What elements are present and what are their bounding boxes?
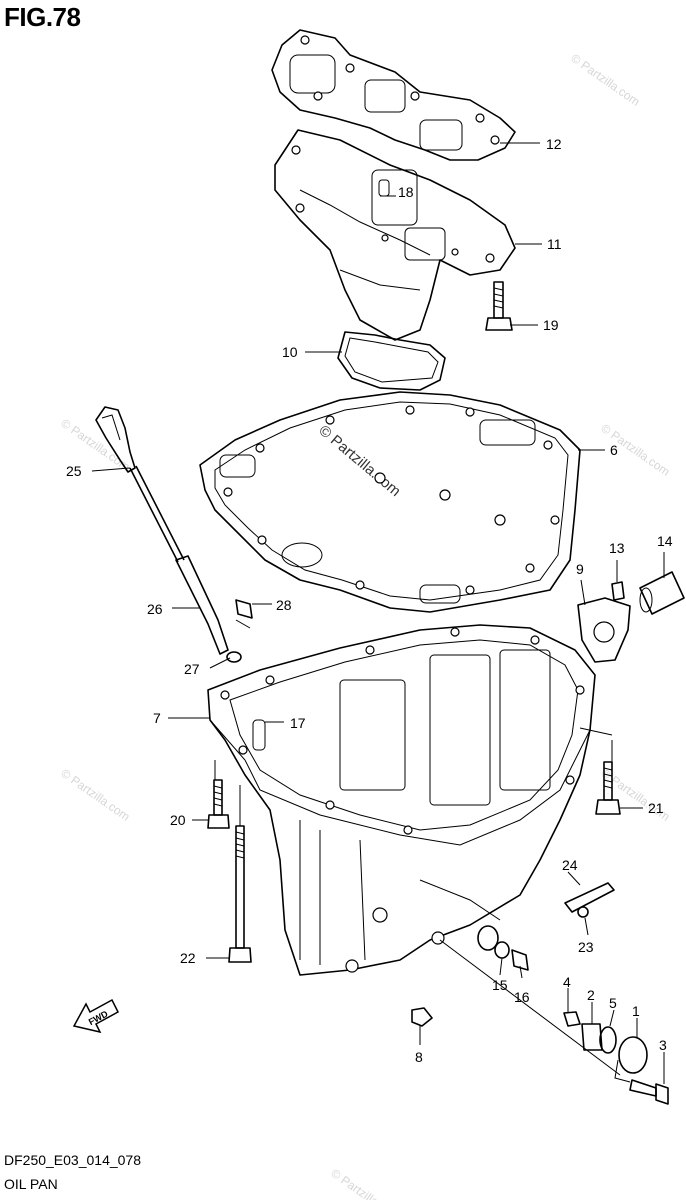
part-23-screw [577,906,589,918]
callout-24: 24 [562,857,578,873]
part-20-bolt [207,779,230,829]
callout-3: 3 [659,1037,667,1053]
part-19-bolt [485,281,513,331]
callout-8: 8 [415,1049,423,1065]
figure-code: DF250_E03_014_078 [4,1152,142,1168]
part-2-element [581,1023,603,1051]
part-21-bolt [595,761,621,815]
part-28-bolt [235,599,253,629]
watermark: © Partzilla.com [568,51,642,109]
callout-27: 27 [184,661,200,677]
callout-10: 10 [282,344,298,360]
callout-28: 28 [276,597,292,613]
part-10-seal [337,331,446,391]
callout-22: 22 [180,950,196,966]
part-27-o-ring [226,651,242,663]
watermark-center: © Partzilla.com [315,422,403,500]
callout-26: 26 [147,601,163,617]
part-26-guide-tube [175,555,229,655]
part-22-long-bolt [228,825,252,963]
part-5-o-ring [599,1026,617,1054]
callout-25: 25 [66,463,82,479]
callout-11: 11 [547,236,562,252]
callout-12: 12 [546,136,562,152]
fwd-arrow-icon: FWD [72,998,119,1034]
callout-7: 7 [153,710,161,726]
callout-9: 9 [576,561,584,577]
part-7-oil-pan [207,624,596,976]
callout-15: 15 [492,977,508,993]
part-8-plug [411,1007,433,1027]
callout-2: 2 [587,987,595,1003]
part-17-dowel [252,719,266,751]
watermark: © Partzilla.com [58,766,132,824]
part-4-bolt [563,1011,581,1027]
part-3-bolt [629,1079,669,1105]
callout-4: 4 [563,974,571,990]
callout-19: 19 [543,317,559,333]
callout-21: 21 [648,800,664,816]
fig-title: FIG.78 [4,2,81,32]
callout-14: 14 [657,533,673,549]
part-14-sensor [639,571,685,615]
part-13-bolt [611,581,625,601]
part-16-plug [511,949,529,971]
part-15-washer [494,941,510,959]
part-25-dipstick [95,406,185,563]
callout-16: 16 [514,989,530,1005]
callout-17: 17 [290,715,306,731]
watermark: © Partzilla.com [328,1166,402,1200]
callout-5: 5 [609,995,617,1011]
callout-6: 6 [610,442,618,458]
part-6-gasket [199,391,581,613]
leader-lines [91,142,665,1084]
callout-13: 13 [609,540,625,556]
part-18-pin [378,179,390,197]
part-12-gasket [271,29,516,161]
callout-labels: 12 11 18 19 10 6 25 9 13 14 26 28 27 7 1… [66,136,673,1065]
callout-18: 18 [398,184,414,200]
part-9-flange [577,597,631,663]
callout-23: 23 [578,939,594,955]
callout-20: 20 [170,812,186,828]
figure-name: OIL PAN [4,1176,58,1192]
callout-1: 1 [632,1003,640,1019]
part-11-housing [274,129,516,341]
part-24-bracket [564,882,615,913]
part-1-cover [614,1036,648,1083]
